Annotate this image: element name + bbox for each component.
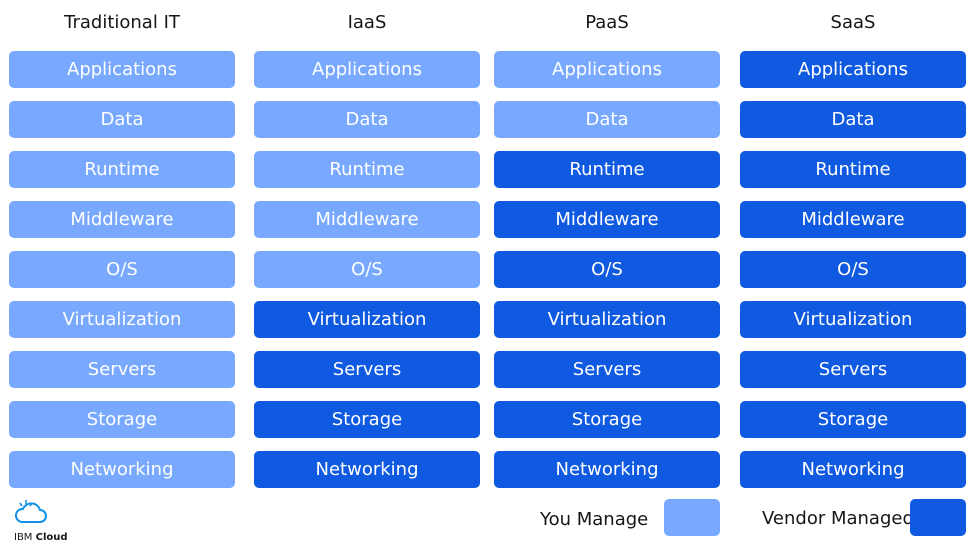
- ibm-cloud-logo: IBM Cloud: [14, 498, 74, 543]
- legend-vendor-managed-label: Vendor Managed: [762, 508, 914, 529]
- layer-networking: Networking: [254, 451, 480, 488]
- layer-storage: Storage: [254, 401, 480, 438]
- layer-servers: Servers: [9, 351, 235, 388]
- layer-o-s: O/S: [494, 251, 720, 288]
- layer-runtime: Runtime: [9, 151, 235, 188]
- layer-virtualization: Virtualization: [254, 301, 480, 338]
- layer-servers: Servers: [494, 351, 720, 388]
- layer-middleware: Middleware: [254, 201, 480, 238]
- layer-middleware: Middleware: [740, 201, 966, 238]
- layer-networking: Networking: [9, 451, 235, 488]
- legend-vendor-managed-swatch: [910, 499, 966, 536]
- layer-runtime: Runtime: [254, 151, 480, 188]
- column-title-paas: PaaS: [585, 12, 629, 33]
- layer-runtime: Runtime: [740, 151, 966, 188]
- layer-networking: Networking: [740, 451, 966, 488]
- layer-virtualization: Virtualization: [9, 301, 235, 338]
- layer-o-s: O/S: [9, 251, 235, 288]
- layer-middleware: Middleware: [9, 201, 235, 238]
- layer-servers: Servers: [254, 351, 480, 388]
- layer-applications: Applications: [254, 51, 480, 88]
- layer-virtualization: Virtualization: [740, 301, 966, 338]
- layer-networking: Networking: [494, 451, 720, 488]
- layer-o-s: O/S: [740, 251, 966, 288]
- layer-applications: Applications: [9, 51, 235, 88]
- legend-you-manage-label: You Manage: [540, 509, 649, 530]
- layer-virtualization: Virtualization: [494, 301, 720, 338]
- layer-storage: Storage: [494, 401, 720, 438]
- column-title-iaas: IaaS: [347, 12, 387, 33]
- layer-data: Data: [9, 101, 235, 138]
- layer-o-s: O/S: [254, 251, 480, 288]
- layer-storage: Storage: [9, 401, 235, 438]
- layer-servers: Servers: [740, 351, 966, 388]
- layer-data: Data: [740, 101, 966, 138]
- layer-data: Data: [494, 101, 720, 138]
- column-title-traditional-it: Traditional IT: [64, 12, 180, 33]
- layer-storage: Storage: [740, 401, 966, 438]
- logo-text: IBM Cloud: [14, 532, 68, 543]
- column-title-saas: SaaS: [830, 12, 876, 33]
- cloud-icon: [15, 500, 47, 523]
- layer-runtime: Runtime: [494, 151, 720, 188]
- layer-applications: Applications: [494, 51, 720, 88]
- legend-you-manage-swatch: [664, 499, 720, 536]
- layer-middleware: Middleware: [494, 201, 720, 238]
- layer-applications: Applications: [740, 51, 966, 88]
- layer-data: Data: [254, 101, 480, 138]
